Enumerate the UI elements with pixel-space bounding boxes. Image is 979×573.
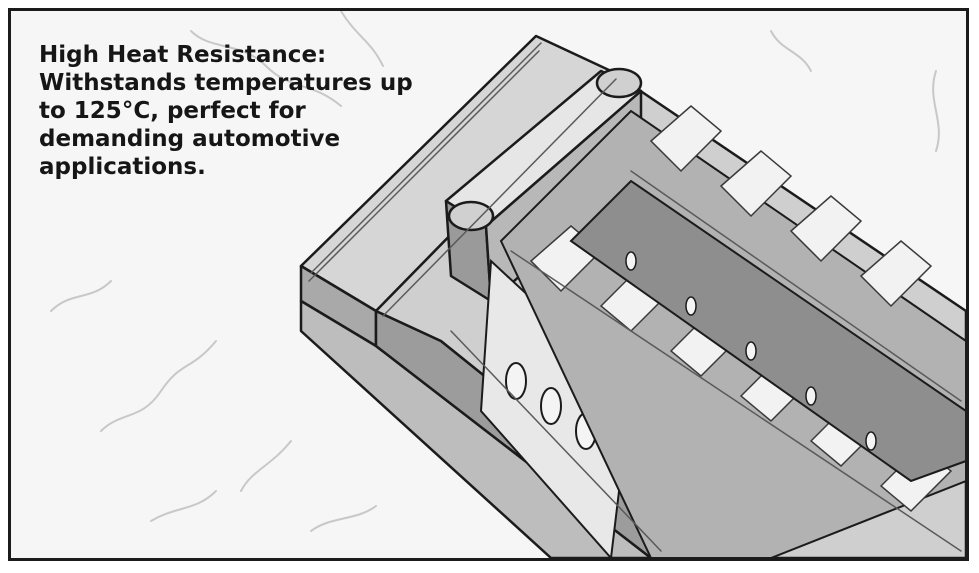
comic-panel: High Heat Resistance: Withstands tempera… xyxy=(8,8,969,561)
caption-body: Withstands temperatures up to 125°C, per… xyxy=(39,70,413,180)
sketch-strokes xyxy=(308,42,962,552)
center-rail xyxy=(569,179,966,483)
heat-wave-lines xyxy=(50,11,940,532)
feature-caption: High Heat Resistance: Withstands tempera… xyxy=(39,41,419,181)
caption-title: High Heat Resistance: xyxy=(39,42,327,68)
connector-illustration xyxy=(50,11,966,558)
